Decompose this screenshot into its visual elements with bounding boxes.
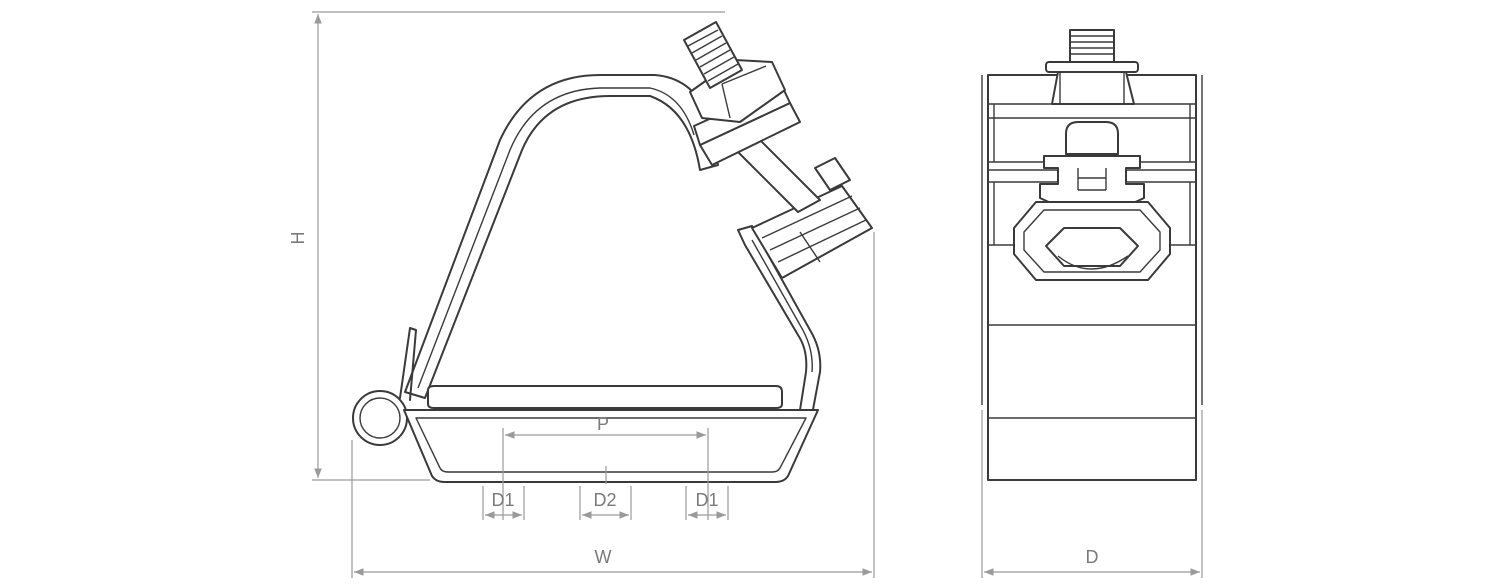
front-bolt-neck xyxy=(1065,121,1119,155)
clamp-right-arm-inner xyxy=(751,239,813,373)
pressure-block-tab xyxy=(814,157,851,191)
dim-label-p: P xyxy=(597,414,609,434)
dim-label-d2: D2 xyxy=(593,490,616,510)
side-view-dimensions: H W P D1 D2 D1 xyxy=(288,11,875,578)
dim-label-d1-left: D1 xyxy=(491,490,514,510)
hinge-pin-outer xyxy=(352,390,408,446)
threaded-stud xyxy=(683,21,743,89)
front-octagon-mid xyxy=(1023,209,1161,273)
seat-base-inner xyxy=(415,417,807,473)
front-octagon-inner xyxy=(1045,227,1139,267)
hinge-pin-inner xyxy=(359,397,401,439)
front-washer xyxy=(1045,61,1139,73)
hinge-strap xyxy=(399,327,417,401)
dim-label-d: D xyxy=(1086,547,1099,567)
clamp-hoop-outer xyxy=(404,74,719,399)
clamp-hoop-inner xyxy=(417,87,695,389)
bolt-shaft xyxy=(737,139,821,213)
side-view xyxy=(352,21,873,483)
front-cable-curve xyxy=(1057,255,1129,270)
front-threaded-stud xyxy=(1069,29,1115,63)
dim-label-w: W xyxy=(595,547,612,567)
front-view xyxy=(981,29,1203,481)
front-view-dimensions: D xyxy=(981,410,1203,578)
seat-base-outer xyxy=(403,409,819,483)
seat-liner xyxy=(427,385,783,409)
dim-label-d1-right: D1 xyxy=(695,490,718,510)
front-hex-nut xyxy=(1051,71,1135,105)
dim-label-h: H xyxy=(288,232,308,245)
